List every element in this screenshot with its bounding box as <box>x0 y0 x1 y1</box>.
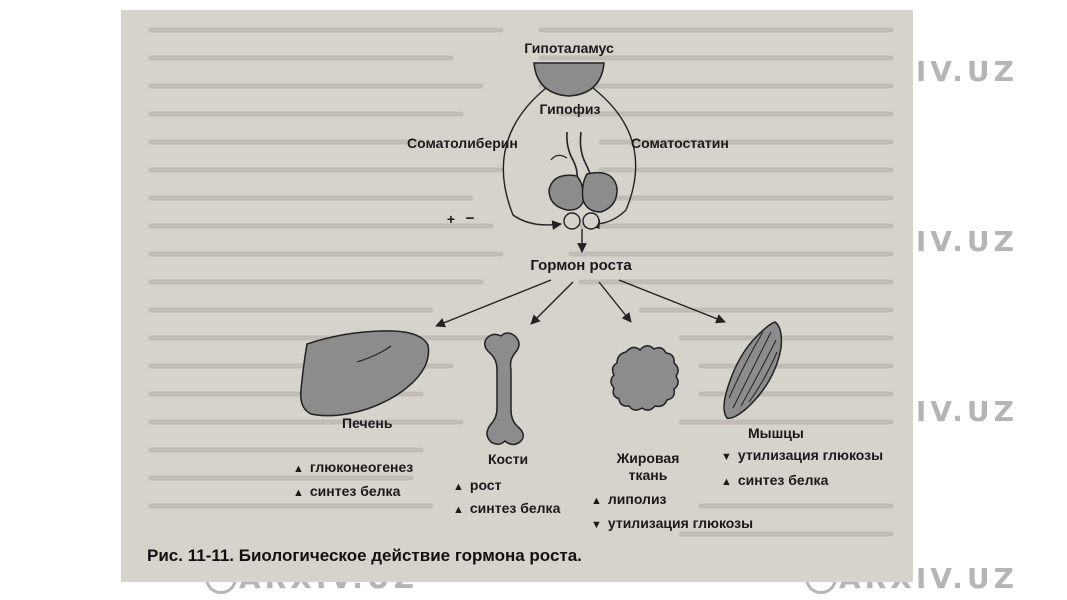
down-arrow-icon: ▼ <box>591 519 602 531</box>
up-arrow-icon: ▲ <box>293 487 304 499</box>
up-arrow-icon: ▲ <box>293 463 304 475</box>
pituitary-shape <box>548 131 618 213</box>
fat-label-line2: ткань <box>628 467 668 483</box>
muscles-effect: ▲синтез белка <box>721 472 829 488</box>
down-arrow-icon: ▼ <box>721 451 732 463</box>
liver-effect: ▲глюконеогенез <box>293 459 414 475</box>
hypothalamus-shape <box>533 62 605 97</box>
liver-shape <box>299 330 430 417</box>
somatoliberin-label: Соматолиберин <box>407 135 518 151</box>
plus-sign-circle <box>563 212 581 230</box>
somatostatin-label: Соматостатин <box>631 135 729 151</box>
up-arrow-icon: ▲ <box>453 481 464 493</box>
adipose-tissue-shape <box>610 345 679 411</box>
up-arrow-icon: ▲ <box>591 495 602 507</box>
figure-caption: Рис. 11-11. Биологическое действие гормо… <box>147 546 582 565</box>
figure-photo: + − Гипоталамус Гипофиз Соматолиберин Со… <box>121 10 913 582</box>
bones-effect: ▲рост <box>453 477 502 493</box>
fat-effect: ▼утилизация глюкозы <box>591 515 754 531</box>
gh-to-liver-arrow <box>435 279 552 328</box>
hypothalamus-label: Гипоталамус <box>524 40 614 56</box>
minus-sign: − <box>465 210 475 227</box>
gh-to-bones-arrow <box>530 281 574 325</box>
somatoliberin-arrow <box>502 87 562 231</box>
fat-label-line1: Жировая <box>616 450 680 466</box>
background-text-lines <box>148 27 894 537</box>
plus-sign: + <box>446 211 456 227</box>
diagram-graphics <box>299 62 783 446</box>
up-arrow-icon: ▲ <box>453 504 464 516</box>
minus-sign-circle <box>582 212 600 230</box>
liver-effect: ▲синтез белка <box>293 483 401 499</box>
muscles-label: Мышцы <box>748 425 804 441</box>
muscle-shape <box>723 321 783 420</box>
gh-to-fat-arrow <box>598 281 632 323</box>
muscles-effect: ▼утилизация глюкозы <box>721 447 884 463</box>
pituitary-label: Гипофиз <box>539 101 601 117</box>
up-arrow-icon: ▲ <box>721 476 732 488</box>
fat-effect: ▲липолиз <box>591 491 667 507</box>
gh-to-muscles-arrow <box>618 279 726 324</box>
liver-label: Печень <box>342 415 393 431</box>
somatostatin-arrow <box>590 87 637 230</box>
bones-label: Кости <box>488 451 529 467</box>
bone-shape <box>484 332 524 446</box>
bones-effect: ▲синтез белка <box>453 500 561 516</box>
growth-hormone-label: Гормон роста <box>530 257 632 274</box>
